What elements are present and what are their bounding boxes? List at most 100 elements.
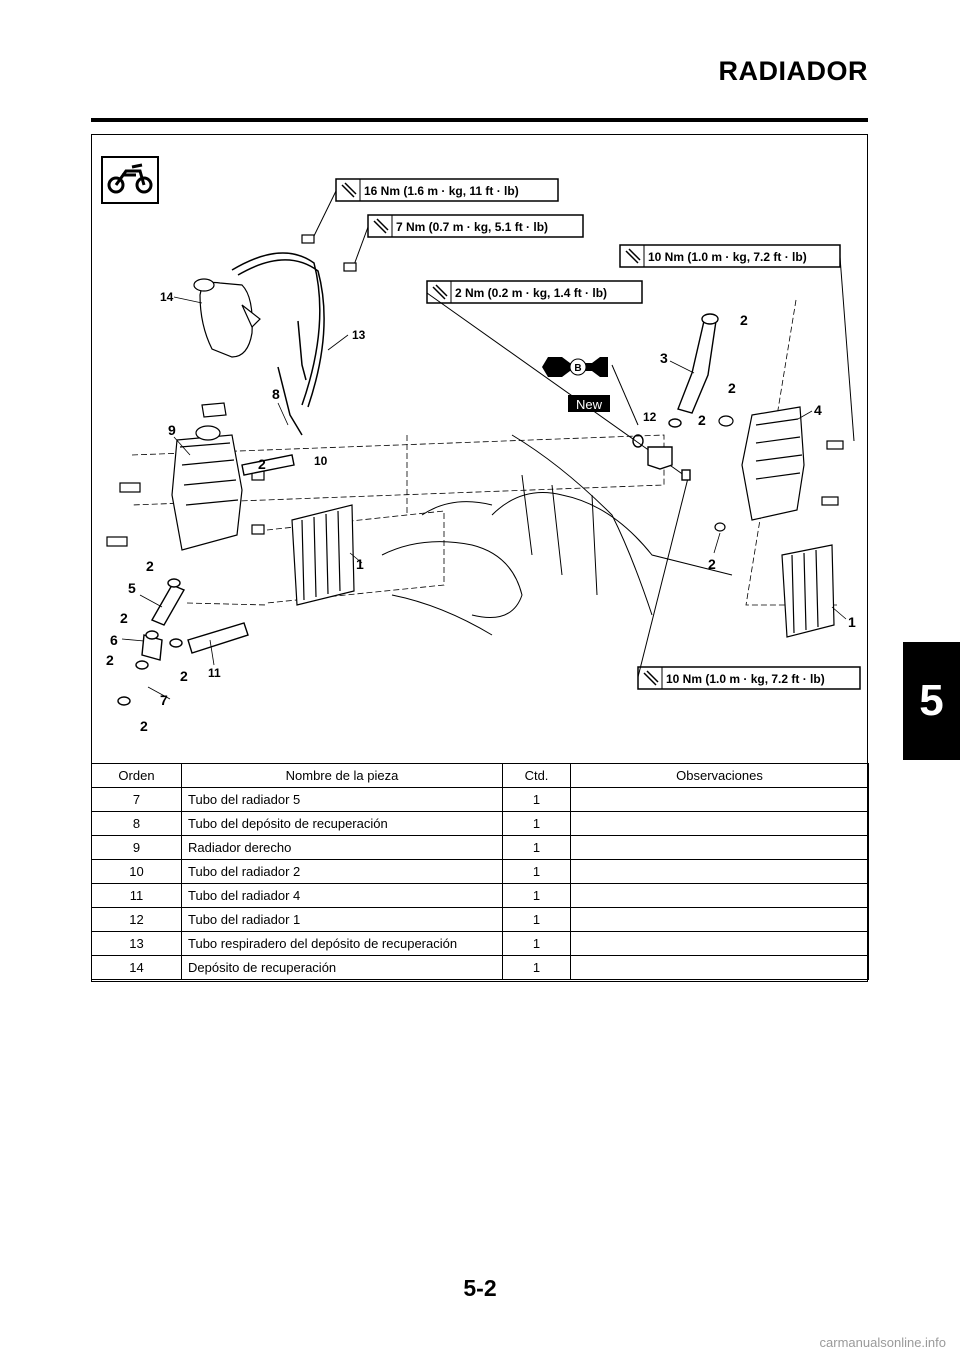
callout-numbers: 14 13 8 9 2 10 2 1 5 2 6 2 2 11 7 2 2 3 … — [106, 290, 856, 734]
col-ctd: Ctd. — [502, 763, 571, 788]
cell-nombre: Tubo del radiador 4 — [181, 883, 503, 908]
lower-hoses — [117, 454, 295, 706]
cell-orden: 7 — [91, 787, 182, 812]
cell-observaciones — [570, 859, 869, 884]
callout-2i: 2 — [728, 380, 736, 396]
torque-box-4: 2 Nm (0.2 m · kg, 1.4 ft · lb) — [426, 280, 643, 304]
cell-observaciones — [570, 787, 869, 812]
chapter-tab: 5 — [903, 642, 960, 760]
callout-2g: 2 — [740, 312, 748, 328]
col-orden: Orden — [91, 763, 182, 788]
callout-3: 3 — [660, 350, 668, 366]
callout-8: 8 — [272, 386, 280, 402]
cell-observaciones — [570, 955, 869, 980]
radiator-right — [106, 402, 265, 551]
new-badge: New — [568, 395, 610, 412]
cell-orden: 14 — [91, 955, 182, 980]
parts-table: Orden Nombre de la pieza Ctd. Observacio… — [91, 763, 869, 980]
cell-orden: 8 — [91, 811, 182, 836]
cell-orden: 10 — [91, 859, 182, 884]
callout-2a: 2 — [258, 456, 266, 472]
callout-1b: 1 — [848, 614, 856, 630]
cell-observaciones — [570, 835, 869, 860]
callout-2j: 2 — [708, 556, 716, 572]
torque-box-2: 7 Nm (0.7 m · kg, 5.1 ft · lb) — [367, 214, 584, 238]
callout-10: 10 — [314, 454, 328, 468]
col-observaciones: Observaciones — [570, 763, 869, 788]
callout-5: 5 — [128, 580, 136, 596]
cell-observaciones — [570, 811, 869, 836]
torque-box-5: 10 Nm (1.0 m · kg, 7.2 ft · lb) — [637, 666, 861, 690]
callout-4: 4 — [814, 402, 822, 418]
cell-nombre: Tubo del radiador 2 — [181, 859, 503, 884]
callout-2d: 2 — [106, 652, 114, 668]
cell-orden: 9 — [91, 835, 182, 860]
bolts-top — [301, 234, 357, 272]
upper-hose-right — [632, 313, 719, 481]
callout-1a: 1 — [356, 556, 364, 572]
torque-box-1: 16 Nm (1.6 m · kg, 11 ft · lb) — [335, 178, 559, 202]
b-badge: B — [542, 357, 608, 377]
callout-2f: 2 — [140, 718, 148, 734]
cell-ctd: 1 — [502, 955, 571, 980]
exploded-diagram: 16 Nm (1.6 m · kg, 11 ft · lb) 7 Nm (0.7… — [92, 135, 867, 763]
cell-ctd: 1 — [502, 787, 571, 812]
callout-13: 13 — [352, 328, 366, 342]
cell-nombre: Tubo del radiador 5 — [181, 787, 503, 812]
cell-nombre: Radiador derecho — [181, 835, 503, 860]
callout-leaders — [121, 296, 847, 700]
motorcycle-icon — [101, 156, 159, 204]
callout-12: 12 — [643, 410, 657, 424]
new-badge-label: New — [576, 397, 603, 412]
cell-ctd: 1 — [502, 883, 571, 908]
col-nombre: Nombre de la pieza — [181, 763, 503, 788]
page-number: 5-2 — [463, 1275, 497, 1301]
radiator-guard-left — [291, 504, 355, 606]
callout-2b: 2 — [146, 558, 154, 574]
torque-label-3: 10 Nm (1.0 m · kg, 7.2 ft · lb) — [648, 250, 807, 264]
cell-ctd: 1 — [502, 907, 571, 932]
cell-nombre: Depósito de recuperación — [181, 955, 503, 980]
torque-box-3: 10 Nm (1.0 m · kg, 7.2 ft · lb) — [619, 244, 841, 268]
breather-hoses — [231, 252, 325, 436]
cell-nombre: Tubo respiradero del depósito de recuper… — [181, 931, 503, 956]
cell-ctd: 1 — [502, 859, 571, 884]
callout-2e: 2 — [180, 668, 188, 684]
callout-6: 6 — [110, 632, 118, 648]
torque-label-5: 10 Nm (1.0 m · kg, 7.2 ft · lb) — [666, 672, 825, 686]
content-frame — [91, 134, 868, 982]
cell-observaciones — [570, 931, 869, 956]
cell-orden: 11 — [91, 883, 182, 908]
radiator-guard-right — [781, 544, 835, 638]
cell-ctd: 1 — [502, 811, 571, 836]
cell-nombre: Tubo del depósito de recuperación — [181, 811, 503, 836]
callout-2h: 2 — [698, 412, 706, 428]
leader-lines — [311, 190, 855, 678]
callout-11: 11 — [208, 666, 221, 680]
page-title: RADIADOR — [718, 56, 868, 86]
callout-14: 14 — [160, 290, 174, 304]
cell-observaciones — [570, 883, 869, 908]
recovery-tank — [193, 278, 261, 358]
torque-label-4: 2 Nm (0.2 m · kg, 1.4 ft · lb) — [455, 286, 607, 300]
radiator-left — [714, 406, 844, 532]
cell-orden: 12 — [91, 907, 182, 932]
torque-label-2: 7 Nm (0.7 m · kg, 5.1 ft · lb) — [396, 220, 548, 234]
cell-ctd: 1 — [502, 835, 571, 860]
b-badge-label: B — [574, 363, 581, 374]
cell-ctd: 1 — [502, 931, 571, 956]
engine-sketch — [381, 434, 733, 636]
torque-label-1: 16 Nm (1.6 m · kg, 11 ft · lb) — [364, 184, 519, 198]
table-header-row: Orden Nombre de la pieza Ctd. Observacio… — [91, 763, 869, 788]
header-rule — [91, 118, 868, 122]
cell-orden: 13 — [91, 931, 182, 956]
callout-9: 9 — [168, 422, 176, 438]
